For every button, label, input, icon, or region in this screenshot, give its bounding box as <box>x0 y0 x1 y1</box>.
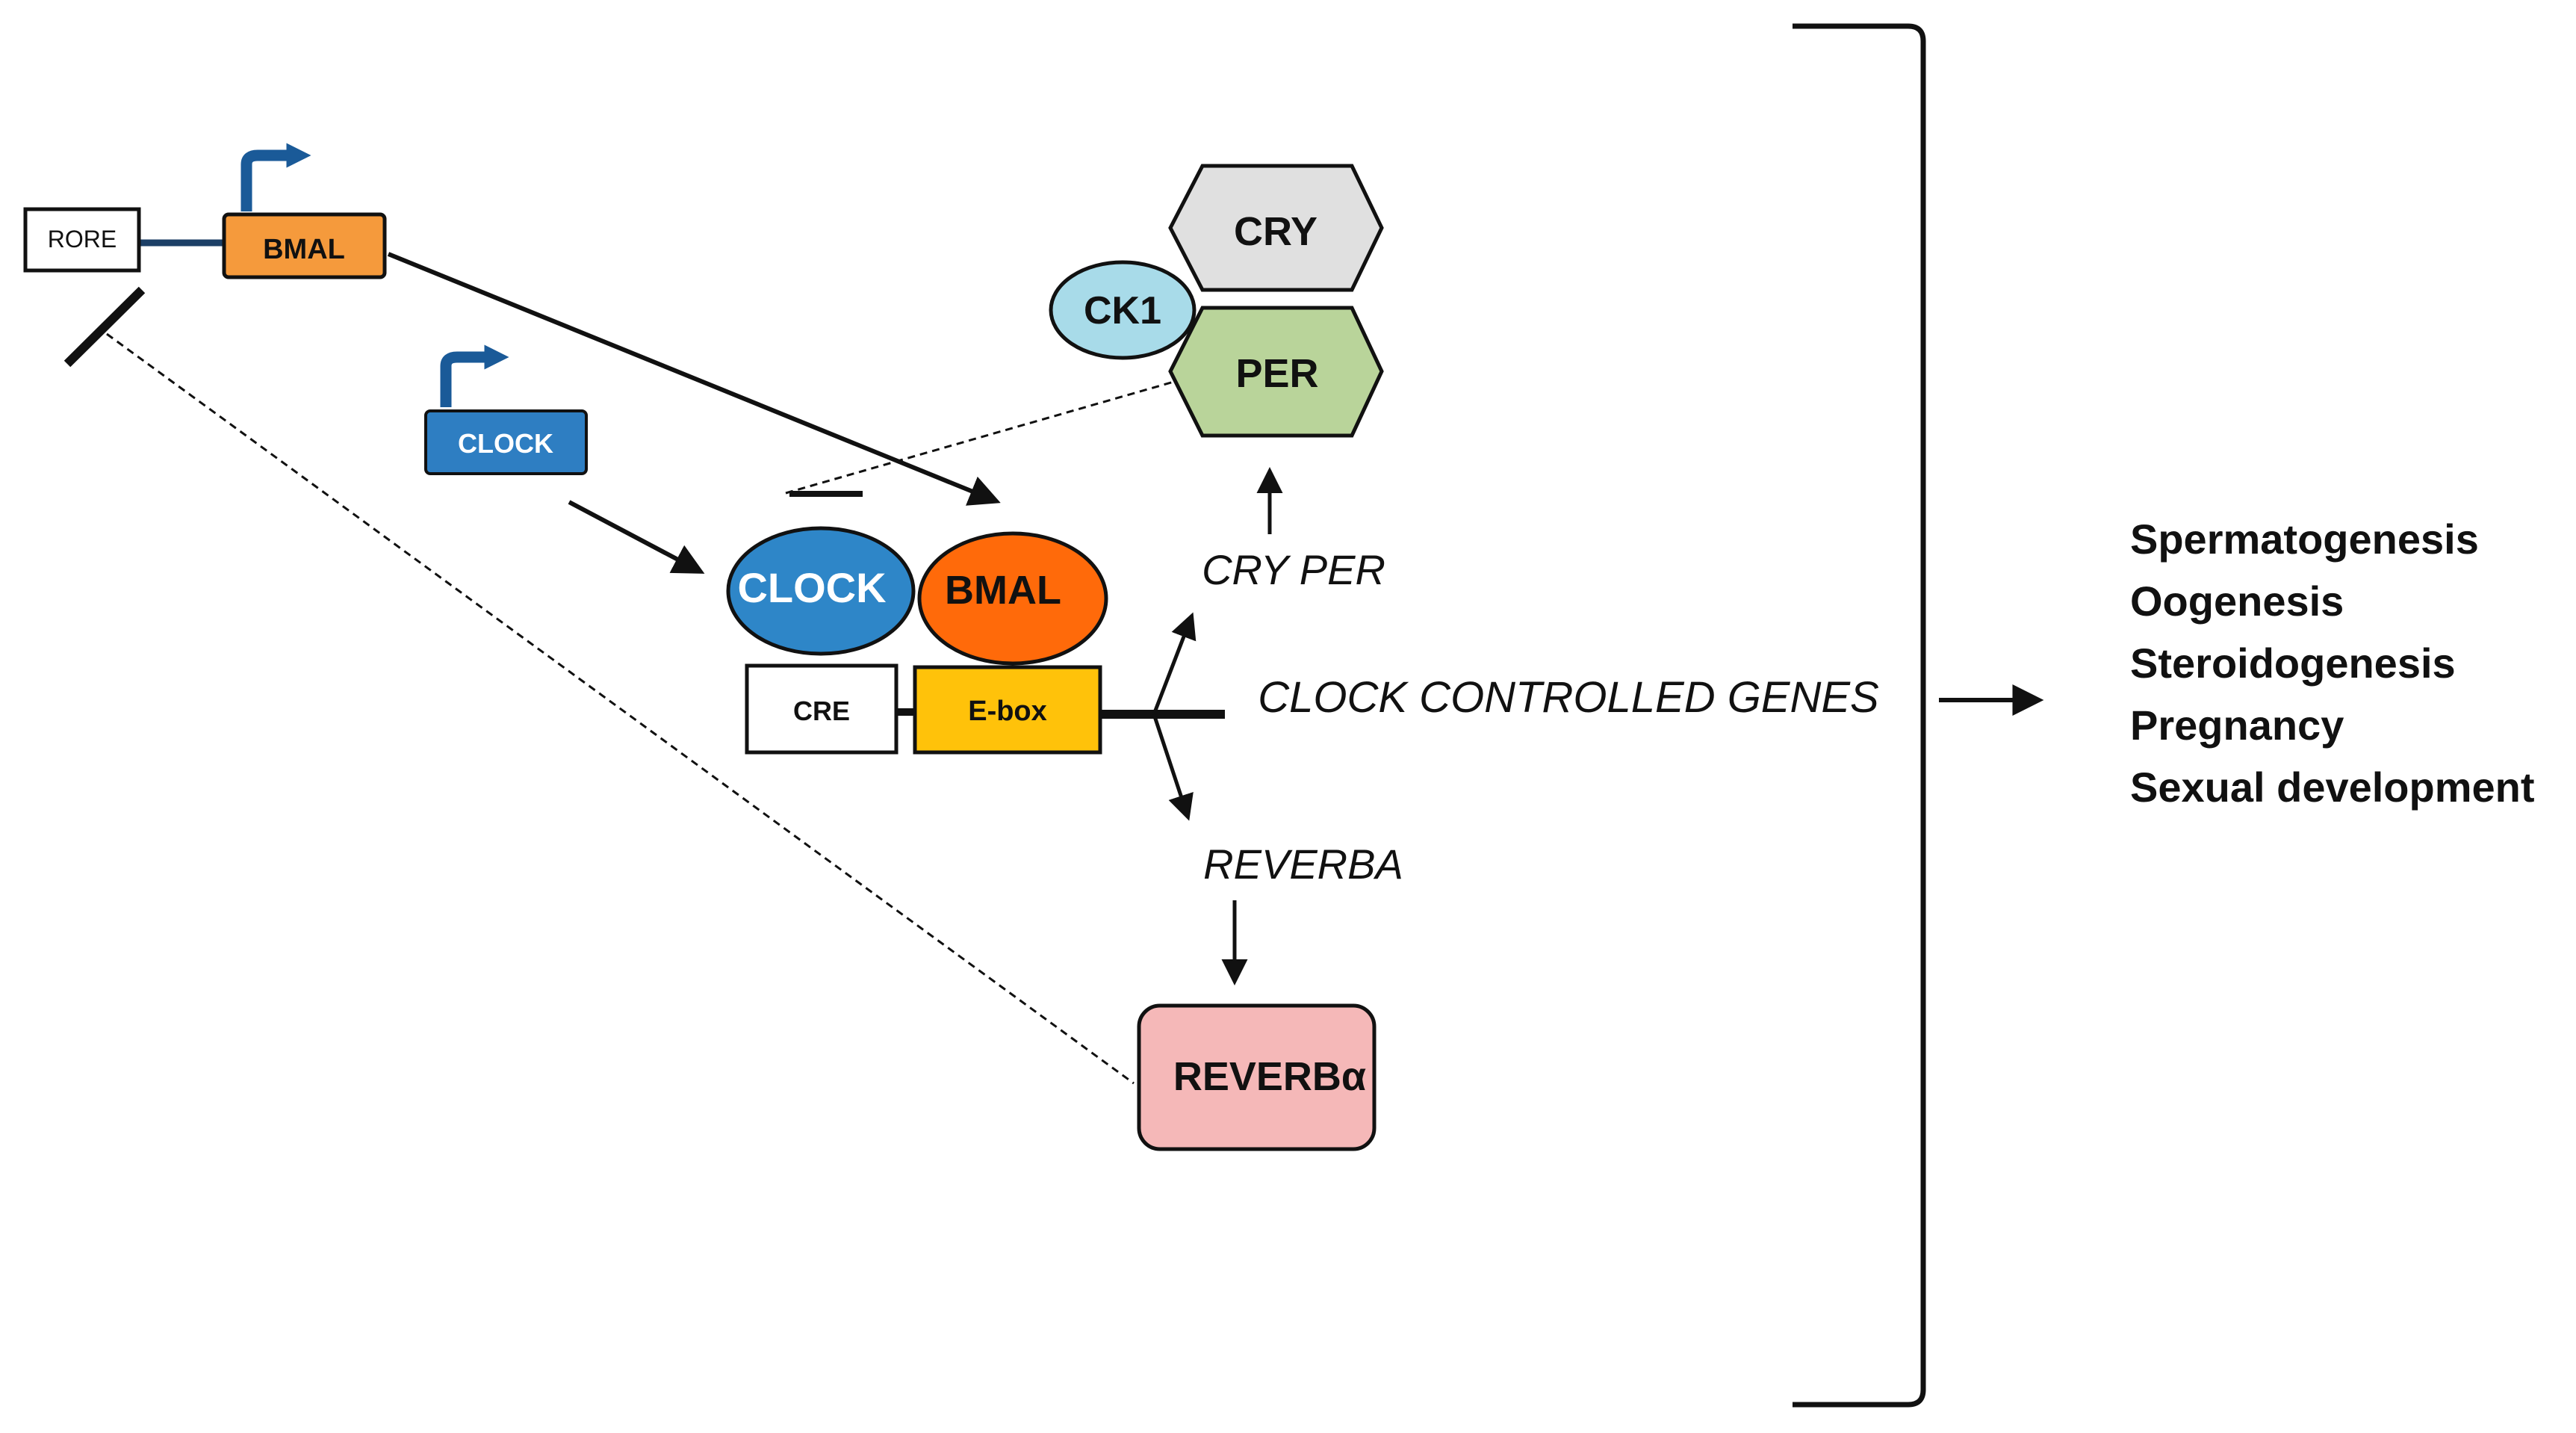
cry-per-transcription-arrow <box>1152 612 1197 715</box>
ck1-label: CK1 <box>1084 289 1161 332</box>
reverba-genes-label: REVERBA <box>1203 841 1403 888</box>
reverba-transcription-arrow <box>1152 714 1194 821</box>
outcome-item: Oogenesis <box>2130 578 2344 625</box>
cre-label: CRE <box>793 696 850 726</box>
outcomes-list: Spermatogenesis Oogenesis Steroidogenesi… <box>2130 516 2535 811</box>
bmal-protein <box>917 531 1108 666</box>
ebox-box <box>913 665 1102 755</box>
outcome-item: Steroidogenesis <box>2130 640 2456 687</box>
bmal-gene-box <box>222 212 387 279</box>
bmal-gene-module: RORE BMAL <box>23 143 387 279</box>
bmal-gene-label: BMAL <box>263 234 345 265</box>
grouping-bracket <box>1793 23 1926 1408</box>
ck1-protein <box>1049 260 1197 360</box>
per-protein-label: PER <box>1235 351 1318 396</box>
reverba-protein-label: REVERBα <box>1173 1054 1366 1099</box>
clock-translation-arrow <box>568 500 705 574</box>
reverba-protein-box <box>1137 1003 1377 1151</box>
rore-label: RORE <box>48 226 117 253</box>
ebox-label: E-box <box>968 696 1047 727</box>
reverba-inhibition-line <box>106 332 1135 1085</box>
outcome-item: Spermatogenesis <box>2130 516 2479 563</box>
per-cry-inhibition-line <box>785 378 1182 495</box>
rore-box <box>23 207 141 273</box>
outcome-item: Sexual development <box>2130 764 2535 811</box>
transcription-start-arrow-icon <box>440 344 509 407</box>
outcome-item: Pregnancy <box>2130 702 2344 749</box>
clock-controlled-genes-label: CLOCK CONTROLLED GENES <box>1258 673 1879 722</box>
cry-protein <box>1168 164 1384 292</box>
inhibition-bar-icon <box>63 286 146 368</box>
clock-bmal-complex: CRE E-box CLOCK BMAL <box>726 526 1225 755</box>
cre-box <box>745 663 899 755</box>
cry-per-ck1-complex: CRY PER CK1 <box>1049 164 1384 438</box>
cry-per-genes-label: CRY PER <box>1202 546 1385 593</box>
transcription-start-arrow-icon <box>240 143 311 211</box>
clock-gene-label: CLOCK <box>458 428 553 459</box>
clock-protein-label: CLOCK <box>737 564 886 611</box>
clock-gene-module: CLOCK <box>424 344 588 475</box>
per-protein <box>1168 306 1384 438</box>
clock-gene-box <box>424 409 588 475</box>
cry-protein-label: CRY <box>1234 209 1318 254</box>
bmal-translation-arrow <box>387 252 1001 506</box>
clock-protein <box>726 526 916 656</box>
bmal-protein-label: BMAL <box>945 568 1061 613</box>
